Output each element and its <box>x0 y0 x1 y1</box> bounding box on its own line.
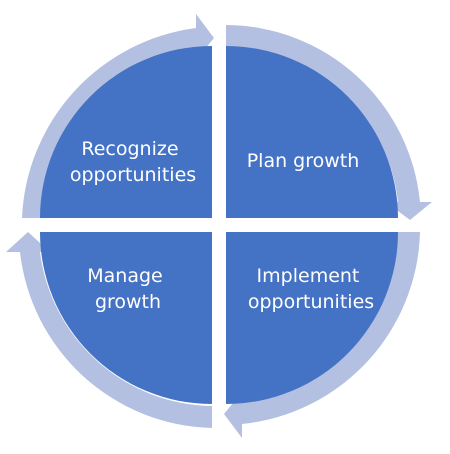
label-implement-line-1: Implement <box>257 265 360 287</box>
quadrant-labels: Recognize opportunities Plan growth Impl… <box>70 138 374 313</box>
label-plan: Plan growth <box>247 150 360 172</box>
label-manage: Manage growth <box>87 265 169 313</box>
label-recognize-line-2: opportunities <box>70 164 196 186</box>
quadrant-implement <box>226 232 398 404</box>
arrow-recognize-to-plan <box>22 14 214 218</box>
arrow-implement-to-manage <box>224 232 420 438</box>
label-implement-line-2: opportunities <box>248 291 374 313</box>
label-implement: Implement opportunities <box>248 265 374 313</box>
quadrant-manage <box>40 232 212 404</box>
label-recognize-line-1: Recognize <box>81 138 178 160</box>
quadrants <box>40 46 398 404</box>
label-manage-line-1: Manage <box>87 265 162 287</box>
quadrant-plan <box>226 46 398 218</box>
quadrant-recognize <box>40 46 212 218</box>
label-recognize: Recognize opportunities <box>70 138 196 186</box>
arrow-plan-to-implement <box>226 25 432 220</box>
label-manage-line-2: growth <box>95 291 161 313</box>
arrow-manage-to-recognize <box>6 232 212 428</box>
cycle-arrows <box>6 14 432 438</box>
label-plan-line-1: Plan growth <box>247 150 360 172</box>
